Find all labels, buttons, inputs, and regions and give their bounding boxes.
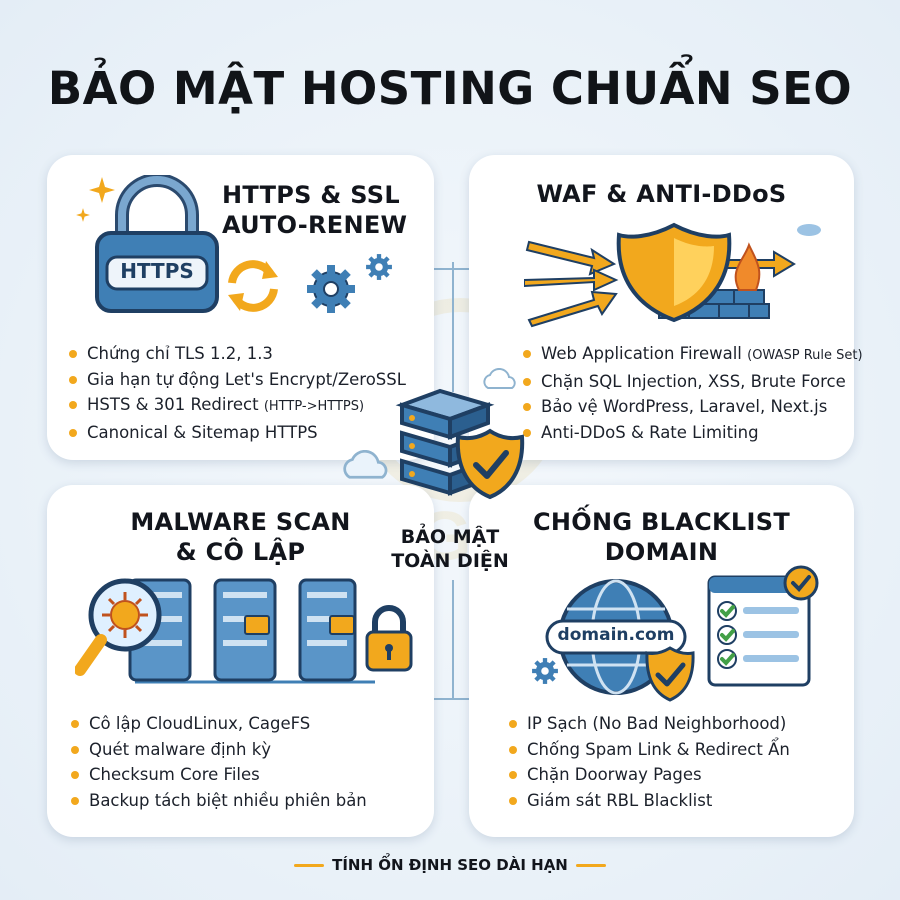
list-item: HSTS & 301 Redirect (HTTP->HTTPS) xyxy=(67,392,406,420)
connector-line xyxy=(434,698,452,700)
page-title: BẢO MẬT HOSTING CHUẨN SEO xyxy=(47,62,853,115)
list-item: Bảo vệ WordPress, Laravel, Next.js xyxy=(521,394,863,420)
gear-icon xyxy=(366,254,392,280)
connector-line xyxy=(434,268,452,270)
center-label: BẢO MẬT TOÀN DIỆN xyxy=(391,526,509,572)
malware-servers-illustration xyxy=(75,578,413,684)
shield-firewall-icon xyxy=(524,222,821,328)
list-item: Chặn SQL Injection, XSS, Brute Force xyxy=(521,369,863,395)
refresh-icon xyxy=(228,260,278,312)
footer-decoration xyxy=(575,864,606,867)
checklist-icon xyxy=(707,565,819,687)
sparkle-icon xyxy=(89,177,115,203)
card-title: CHỐNG BLACKLIST DOMAIN xyxy=(533,508,790,566)
card-title: WAF & ANTI-DDoS xyxy=(536,180,787,208)
list-item: Gia hạn tự động Let's Encrypt/ZeroSSL xyxy=(67,367,406,393)
cloud-icon xyxy=(483,368,516,389)
card-https-ssl: HTTPS xyxy=(47,155,434,460)
card-anti-blacklist: CHỐNG BLACKLIST DOMAIN domain.com xyxy=(469,485,854,837)
bullet-list: Web Application Firewall (OWASP Rule Set… xyxy=(521,341,863,445)
list-item: Checksum Core Files xyxy=(69,762,367,788)
gear-icon xyxy=(532,658,558,684)
domain-label: domain.com xyxy=(557,625,675,645)
list-item: Web Application Firewall (OWASP Rule Set… xyxy=(521,341,863,369)
list-item: Anti-DDoS & Rate Limiting xyxy=(521,420,863,446)
list-item: Chứng chỉ TLS 1.2, 1.3 xyxy=(67,341,406,367)
list-item: Canonical & Sitemap HTTPS xyxy=(67,420,406,446)
card-title: MALWARE SCAN & CÔ LẬP xyxy=(130,508,351,566)
footer: TÍNH ỔN ĐỊNH SEO DÀI HẠN xyxy=(0,856,900,874)
footer-decoration xyxy=(294,864,325,867)
list-item: Chặn Doorway Pages xyxy=(507,762,790,788)
sparkle-icon xyxy=(76,208,90,222)
footer-text: TÍNH ỔN ĐỊNH SEO DÀI HẠN xyxy=(332,856,568,874)
cloud-icon xyxy=(343,450,388,479)
card-waf-anti-ddos: WAF & ANTI-DDoS Web Application Firewall… xyxy=(469,155,863,460)
list-item: IP Sạch (No Bad Neighborhood) xyxy=(507,711,790,737)
connector-line xyxy=(452,698,469,700)
shield-check-icon xyxy=(645,646,695,702)
server-shield-icon xyxy=(395,388,525,500)
connector-line xyxy=(452,580,454,700)
https-badge-text: HTTPS xyxy=(120,259,194,283)
card-malware-scan: MALWARE SCAN & CÔ LẬP xyxy=(47,485,434,837)
list-item: Quét malware định kỳ xyxy=(69,737,367,763)
gear-icon xyxy=(307,265,355,313)
card-title: HTTPS & SSL AUTO-RENEW xyxy=(222,181,408,239)
globe-icon xyxy=(545,579,687,695)
connector-line xyxy=(452,262,454,392)
connector-line xyxy=(452,268,469,270)
bullet-list: Chứng chỉ TLS 1.2, 1.3 Gia hạn tự động L… xyxy=(67,341,406,445)
list-item: Backup tách biệt nhiều phiên bản xyxy=(69,788,367,814)
bullet-list: Cô lập CloudLinux, CageFS Quét malware đ… xyxy=(69,711,367,813)
list-item: Chống Spam Link & Redirect Ẩn xyxy=(507,737,790,763)
list-item: Giám sát RBL Blacklist xyxy=(507,788,790,814)
padlock-icon xyxy=(95,175,219,313)
bullet-list: IP Sạch (No Bad Neighborhood) Chống Spam… xyxy=(507,711,790,813)
list-item: Cô lập CloudLinux, CageFS xyxy=(69,711,367,737)
